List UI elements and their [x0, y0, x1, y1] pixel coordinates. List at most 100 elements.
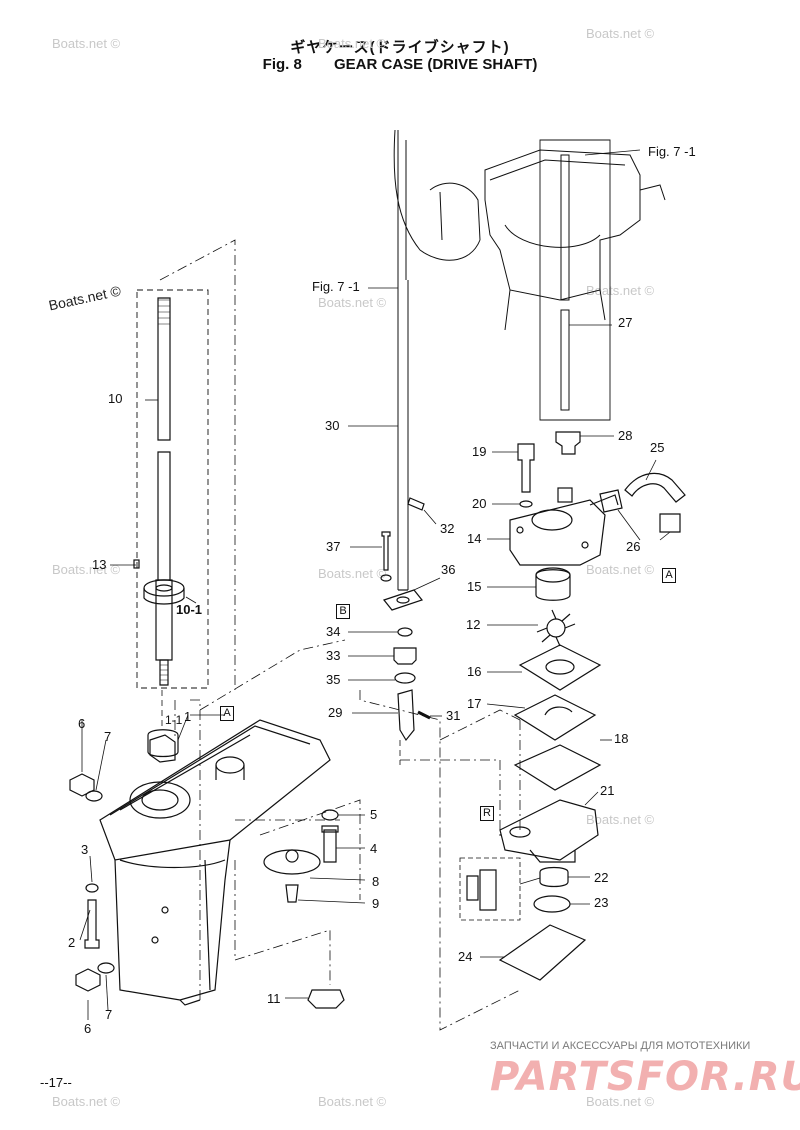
shop-subtitle: ЗАПЧАСТИ И АКСЕССУАРЫ ДЛЯ МОТОТЕХНИКИ [490, 1040, 751, 1052]
part-label-28: 28 [618, 428, 633, 443]
ref-box-a-left: A [220, 706, 234, 721]
seal-1-1-shape [147, 729, 179, 758]
pump-base-21 [499, 799, 599, 863]
part-label-6-lower: 6 [84, 1021, 92, 1036]
part-label-13: 13 [92, 557, 107, 572]
driveshaft-frame [136, 289, 209, 689]
pump-housing-14 [509, 487, 619, 566]
bolt-4-shape [321, 825, 339, 863]
drive-shaft-10 [155, 297, 173, 686]
figure-number: Fig. 8 [262, 56, 302, 73]
bolt-19-shape [517, 443, 535, 493]
part-label-1-1: 1-1 [165, 713, 183, 727]
part-label-3: 3 [81, 842, 89, 857]
part-label-24: 24 [458, 949, 473, 964]
fig7-1-frame [539, 139, 611, 421]
title-english: Fig. 8 GEAR CASE (DRIVE SHAFT) [0, 56, 800, 73]
part-label-30: 30 [325, 418, 340, 433]
washer-3 [85, 883, 99, 893]
part-label-18: 18 [614, 731, 629, 746]
part-label-20: 20 [472, 496, 487, 511]
washer-5 [321, 809, 339, 821]
part-label-10: 10 [108, 391, 123, 406]
fig-7-1-ref-left: Fig. 7 -1 [312, 279, 360, 294]
part-label-7-upper: 7 [104, 729, 112, 744]
part-label-12: 12 [466, 617, 481, 632]
grommet-36-shape [382, 589, 424, 611]
part-label-22: 22 [594, 870, 609, 885]
plate-17 [513, 694, 597, 741]
watermark: Boats.net © [586, 26, 655, 41]
part-label-37: 37 [326, 539, 341, 554]
part-label-2: 2 [68, 935, 76, 950]
watermark: Boats.net © [586, 562, 655, 577]
watermark: Boats.net © [52, 36, 121, 51]
part-label-7-lower: 7 [105, 1007, 113, 1022]
fitting-26a [599, 489, 623, 513]
shift-rod-27 [560, 154, 612, 411]
part-label-11: 11 [267, 991, 281, 1006]
part-label-8: 8 [372, 874, 380, 889]
washer-20 [519, 500, 533, 508]
watermark: Boats.net © [586, 283, 655, 298]
washer-7-lower [97, 962, 115, 974]
bearing-10-1 [143, 579, 185, 605]
oring-34 [397, 627, 413, 637]
part-label-9: 9 [372, 896, 380, 911]
pin-32-shape [407, 497, 425, 511]
part-label-14: 14 [467, 531, 482, 546]
part-label-25: 25 [650, 440, 665, 455]
part-label-5: 5 [370, 807, 378, 822]
upper-casing-outline [393, 129, 666, 331]
part-label-26: 26 [626, 539, 641, 554]
part-label-29: 29 [328, 705, 343, 720]
gasket-16 [518, 644, 602, 691]
part-label-19: 19 [472, 444, 487, 459]
part-label-35: 35 [326, 672, 341, 687]
title-japanese: ギヤケース(ドライブシャフト) [290, 39, 510, 56]
figure-title: GEAR CASE (DRIVE SHAFT) [334, 56, 538, 73]
watermark: Boats.net © [52, 562, 121, 577]
watermark: Boats.net © [586, 812, 655, 827]
watermark: Boats.net © [586, 1094, 655, 1109]
impeller-12 [536, 609, 576, 647]
screw-9-shape [285, 884, 299, 903]
screw-37-shape [381, 531, 391, 571]
rod-30 [397, 130, 409, 591]
ref-box-b: B [336, 604, 350, 619]
part-label-6-upper: 6 [78, 716, 86, 731]
part-label-17: 17 [467, 696, 482, 711]
liner-15 [535, 569, 571, 601]
part-28-shape [555, 431, 581, 455]
seal-22 [539, 866, 569, 888]
part-label-32: 32 [440, 521, 455, 536]
part-label-27: 27 [618, 315, 633, 330]
ref-box-r: R [480, 806, 494, 821]
hose-25-shape [624, 472, 686, 503]
watermark: Boats.net © [318, 36, 387, 51]
part-label-34: 34 [326, 624, 341, 639]
fig-7-1-ref-top: Fig. 7 -1 [648, 144, 696, 159]
fitting-26b [659, 513, 681, 533]
part-label-10-1: 10-1 [176, 602, 203, 617]
part-label-21: 21 [600, 783, 615, 798]
bushing-33 [393, 647, 417, 665]
gear-case-body [99, 719, 331, 1006]
shop-logo: PARTSFOR.RU [490, 1054, 800, 1100]
watermark: Boats.net © [52, 1094, 121, 1109]
watermark: Boats.net © [318, 295, 387, 310]
watermark: Boats.net © [318, 566, 387, 581]
bolt-2-shape [84, 899, 100, 949]
washer-7-upper [85, 790, 103, 802]
oring-23 [533, 895, 571, 913]
ref-box-a-right: A [662, 568, 676, 583]
part-label-23: 23 [594, 895, 609, 910]
part-label-33: 33 [326, 648, 341, 663]
part-label-1: 1 [184, 709, 192, 724]
gasket-24 [498, 924, 587, 981]
part-label-31: 31 [446, 708, 461, 723]
watermark: Boats.net © [318, 1094, 387, 1109]
part-label-16: 16 [467, 664, 482, 679]
pinion-11-shape [307, 989, 345, 1009]
